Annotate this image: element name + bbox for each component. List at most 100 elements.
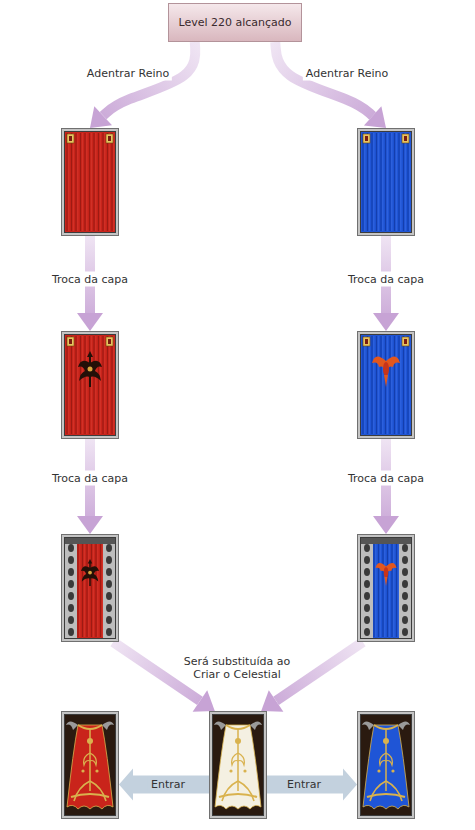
emblem-half [78,361,90,381]
gold-collar [374,725,398,729]
cape-half [90,722,114,802]
card-ground [213,715,263,815]
cape-body [373,538,399,638]
cape-body [363,725,409,809]
cape-fold [77,539,78,637]
cape-fold [75,133,76,231]
side-ornament [364,604,370,612]
top-band [65,538,115,544]
cape-fold [93,133,94,231]
cape-emblem [81,559,99,586]
side-ornament [106,604,112,612]
emblem-half [90,566,99,581]
cape-fold [111,336,112,434]
cape-fold [86,336,87,434]
edge-label-box: Entrar [284,777,324,792]
gold-swirl [370,781,386,801]
card-frame [210,712,267,819]
card-inner [64,537,116,639]
side-ornament [68,568,74,576]
cape-fold [82,539,83,637]
corner-icon-mark [365,136,368,141]
flow-arrow [267,775,343,793]
silver-side [65,538,77,638]
cape-fold [407,336,408,434]
corner-icon-mark [69,136,72,141]
emblem-half [81,566,90,581]
gold-swirl [386,781,402,801]
card-inner [212,714,264,816]
cape-fold [75,336,76,434]
cape-fold [373,539,374,637]
cape-fold [77,133,78,231]
edge-label-box: Entrar [148,777,188,792]
cape-fold [73,133,74,231]
gold-dot [95,769,98,772]
gold-dot [377,769,380,772]
cape-fold [375,539,376,637]
cape-half [362,722,386,802]
cape-fold [378,133,379,231]
gold-dot [391,769,394,772]
edge-label: Troca da capa [52,273,128,286]
shoulder-wing [66,722,78,731]
side-ornament [364,556,370,564]
edge-label: Adentrar Reino [87,67,169,80]
emblem-tail [384,375,388,387]
emblem-wing [81,566,90,581]
cape-fold [405,336,406,434]
cape-fold [362,133,363,231]
emblem-cross [87,351,93,387]
cape-picture [61,128,119,236]
side-ornament [364,616,370,624]
cape-picture [357,128,415,236]
cape-fold [77,336,78,434]
side-ornament [68,592,74,600]
cape-fold [382,336,383,434]
cape-fold [107,336,108,434]
cape-card [357,128,415,236]
shoulder-wing [398,722,410,731]
gold-collar [78,725,102,729]
side-ornament [364,568,370,576]
edge-label-box: Troca da capa [49,272,131,287]
card-ground [361,715,411,815]
gold-band [71,794,109,797]
cape-fold [376,336,377,434]
cape-fold [82,133,83,231]
cape-fold [100,133,101,231]
card-frame [358,332,415,439]
corner-icon [106,134,113,143]
corner-icon-mark [365,339,368,344]
gold-swirl [74,781,90,801]
cape-body [67,725,113,809]
shoulder-wing [102,722,114,731]
cape-fold [389,336,390,434]
cape-fold [109,336,110,434]
cape-card [61,128,119,236]
gold-collar [226,725,250,729]
side-ornament [106,580,112,588]
top-band [361,538,411,544]
cape-fold [398,336,399,434]
cape-fold [369,336,370,434]
cape-emblem [372,356,400,387]
gold-swirl [84,753,90,765]
node-text: Level 220 alcançado [178,16,291,29]
cape-fold [376,133,377,231]
cape-fold [88,539,89,637]
cape-fold [378,336,379,434]
cape-fold [398,133,399,231]
card-ground [65,715,115,815]
cape-fold [73,336,74,434]
start-box: Level 220 alcançado [168,3,302,42]
cape-fold [66,133,67,231]
edge-label: Troca da capa [348,472,424,485]
cape-fold [409,133,410,231]
gold-swirl [386,753,392,765]
cape-card [357,331,415,439]
cape-fold [95,133,96,231]
cape-card [357,534,415,642]
corner-icon [67,337,74,346]
cape-picture [209,711,267,819]
